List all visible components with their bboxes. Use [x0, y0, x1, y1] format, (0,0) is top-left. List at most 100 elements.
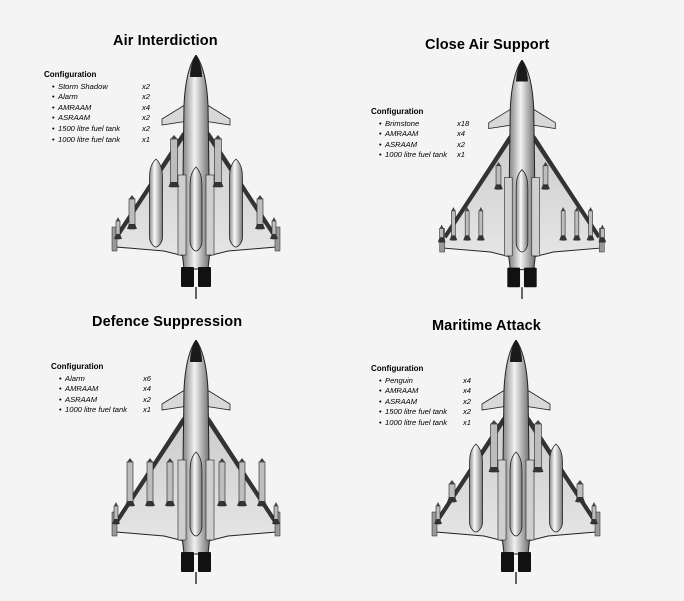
item-quantity: x2 [142, 123, 151, 133]
configuration-heading: Configuration [371, 364, 424, 373]
missile-fins [255, 224, 265, 229]
missile-fins [488, 467, 500, 472]
missile-nose [451, 206, 456, 211]
panel-title: Maritime Attack [432, 318, 541, 334]
missile-nose [465, 206, 470, 211]
jet-illustration [437, 60, 607, 300]
missile [166, 461, 174, 507]
missile-fins [145, 501, 155, 506]
missile-nose [574, 206, 579, 211]
missile [146, 461, 154, 507]
nose-cone [190, 340, 202, 362]
missile [126, 461, 134, 507]
missile-fins [165, 501, 175, 506]
missile-fins [586, 235, 595, 241]
intake-left [177, 459, 187, 541]
item-name: Brimstone [385, 118, 420, 128]
fuel-tank [189, 451, 203, 537]
missile-fins [463, 235, 472, 241]
missile-fins [476, 235, 485, 241]
item-name: ASRAAM [58, 113, 91, 123]
missile-nose [219, 458, 225, 462]
missile-nose [114, 502, 118, 506]
missile-nose [439, 224, 444, 229]
nozzle-left [507, 267, 521, 288]
missile-fins [237, 501, 247, 506]
missile-nose [600, 224, 605, 229]
item-quantity: x18 [457, 118, 470, 128]
item-quantity: x2 [463, 396, 472, 406]
nose-cone [516, 60, 528, 82]
nozzle-left [181, 552, 194, 572]
item-quantity: x4 [142, 102, 151, 112]
nose-cone [190, 55, 202, 77]
missile-fins [114, 234, 122, 239]
item-quantity: x2 [143, 394, 152, 404]
item-name: AMRAAM [65, 384, 99, 394]
item-name: 1000 litre fuel tank [58, 134, 121, 144]
item-quantity: x4 [143, 384, 152, 394]
missile-fins [212, 182, 224, 187]
item-name: 1500 litre fuel tank [58, 123, 121, 133]
item-name: AMRAAM [385, 129, 419, 139]
missile-fins [168, 182, 180, 187]
intake-left [177, 174, 187, 256]
item-quantity: x1 [463, 417, 472, 427]
missile-fins [434, 519, 442, 524]
missile-nose [257, 195, 263, 199]
item-quantity: x1 [142, 134, 151, 144]
missile-nose [577, 480, 583, 484]
panel-air-interdiction: Air Interdiction Configuration •Storm Sh… [0, 0, 342, 300]
configuration-heading: Configuration [371, 107, 424, 116]
item-name: 1000 litre fuel tank [385, 150, 448, 160]
jet-illustration [431, 340, 601, 584]
missile-nose [170, 135, 178, 139]
item-quantity: x2 [142, 113, 151, 123]
missile-nose [116, 217, 120, 221]
item-name: AMRAAM [58, 102, 92, 112]
intake-right [205, 174, 215, 256]
aircraft [437, 60, 607, 300]
configuration-heading: Configuration [51, 362, 104, 371]
aircraft [111, 340, 281, 584]
item-name: Alarm [65, 373, 85, 383]
item-quantity: x4 [457, 129, 466, 139]
missile-fins [449, 235, 458, 241]
missile [534, 423, 542, 473]
configuration-heading: Configuration [44, 70, 97, 79]
missile-fins [437, 237, 446, 243]
intake-right [205, 459, 215, 541]
missile-fins [494, 184, 503, 190]
leading-edge-right [532, 136, 601, 239]
missile-fins [532, 467, 544, 472]
missile-nose [490, 420, 498, 424]
fuel-tank [549, 443, 563, 533]
item-name: 1000 litre fuel tank [65, 405, 128, 415]
leading-edge-left [443, 136, 512, 239]
missile [218, 461, 226, 507]
item-quantity: x2 [457, 139, 466, 149]
missile-nose [436, 502, 440, 506]
missile-nose [561, 206, 566, 211]
item-name: Storm Shadow [58, 81, 108, 91]
panel-title: Defence Suppression [92, 314, 243, 330]
missile-fins [572, 235, 581, 241]
panel-title: Close Air Support [425, 37, 550, 53]
item-name: Penguin [385, 375, 413, 385]
item-quantity: x2 [142, 92, 151, 102]
